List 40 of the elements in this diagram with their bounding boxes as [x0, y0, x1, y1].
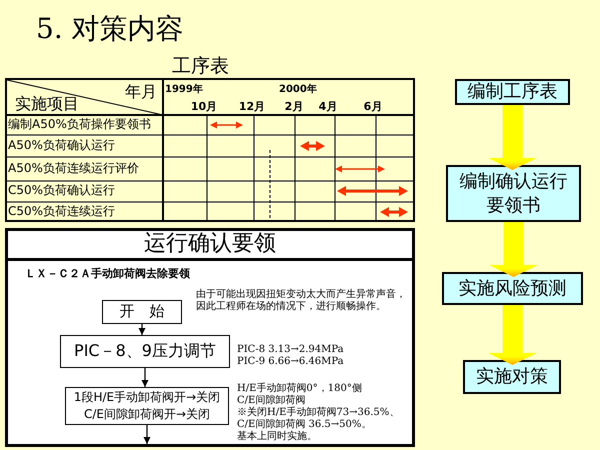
task-label: A50%负荷连续运行评价 — [8, 162, 139, 176]
month-label: 10月 — [190, 101, 218, 114]
side-note: C/E间隙卸荷阀 — [237, 395, 306, 406]
year-label: 2000年 — [279, 84, 317, 96]
side-note: PIC-8 3.13→2.94MPa — [237, 344, 344, 356]
side-note: H/E手动卸荷阀0°，180°侧 — [237, 383, 362, 394]
start-box: 开 始 — [102, 300, 182, 324]
month-label: 6月 — [364, 101, 382, 114]
row-header-label: 实施项目 — [15, 95, 79, 114]
process-box: PIC－8、9压力调节 — [60, 335, 230, 368]
process-box — [65, 387, 229, 425]
step-box: 实施风险预测 — [442, 272, 583, 305]
panel-subheading: ＬＸ－Ｃ２Ａ手动卸荷阀去除要领 — [25, 267, 190, 280]
year-label: 1999年 — [165, 84, 203, 96]
task-label: C50%负荷连续运行 — [8, 205, 116, 219]
block-arrow — [490, 222, 538, 277]
step-box: 实施对策 — [463, 360, 561, 394]
column-header-label: 年月 — [125, 83, 157, 102]
box-text: 1段H/E手动卸荷阀开→关闭 — [74, 389, 220, 406]
side-note: ※关闭H/E手动卸荷阀73→36.5%、C/E间隙卸荷阀 36.5→50%。 — [237, 407, 400, 430]
panel-heading: 运行确认要领 — [144, 231, 276, 258]
side-note: PIC-9 6.66→6.46MPa — [237, 356, 344, 368]
month-label: 12月 — [238, 101, 266, 114]
side-note: 基本上同时实施。 — [237, 431, 317, 443]
block-arrow — [488, 105, 536, 170]
task-label: C50%负荷确认运行 — [8, 184, 116, 198]
slide-title: 5. 对策内容 — [36, 11, 184, 47]
task-label: 编制A50%负荷操作要领书 — [8, 118, 151, 132]
procedure-panel — [5, 228, 415, 447]
step-box: 编制工序表 — [455, 79, 570, 105]
month-label: 4月 — [318, 101, 338, 114]
step-box: 编制确认运行要领书 — [446, 165, 581, 222]
arrow — [138, 324, 146, 335]
month-label: 2月 — [284, 101, 304, 114]
arrow — [144, 425, 150, 444]
box-text: C/E间隙卸荷阀开→关闭 — [84, 406, 210, 423]
table-title: 工序表 — [172, 56, 229, 78]
arrow — [142, 368, 148, 387]
task-label: A50%负荷确认运行 — [8, 139, 115, 153]
side-note: 由于可能出现因扭矩变动太大而产生异常声音，因此工程师在场的情况下，进行顺畅操作。 — [196, 289, 407, 313]
